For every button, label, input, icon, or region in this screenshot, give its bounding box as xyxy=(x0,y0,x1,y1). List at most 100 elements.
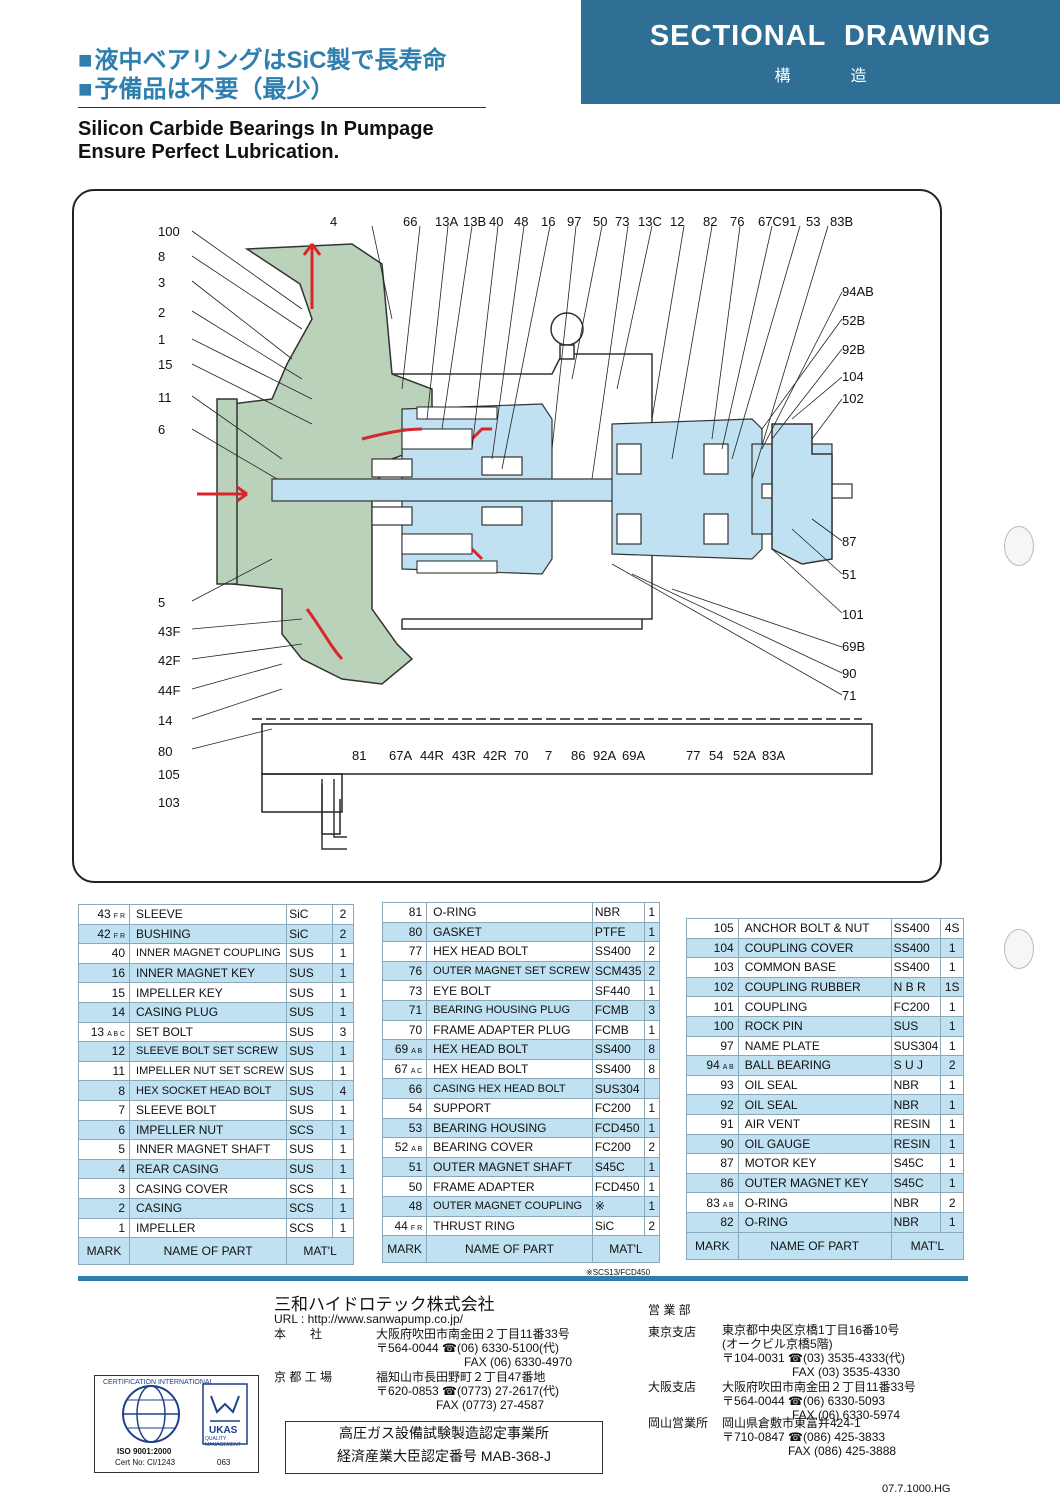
ukas-label: UKAS xyxy=(209,1425,238,1436)
part-material: SS400 xyxy=(591,941,645,962)
callout-label: 50 xyxy=(593,214,608,229)
table-divider xyxy=(78,1276,968,1281)
callout-label: 13A xyxy=(435,214,459,229)
part-material: N B R xyxy=(890,976,942,998)
part-quantity: 1 xyxy=(331,1041,355,1062)
part-mark: 76 xyxy=(381,960,428,982)
part-mark: 87 xyxy=(686,1153,739,1174)
callout-label: 104 xyxy=(842,369,864,384)
column-material: MAT'L xyxy=(286,1237,354,1266)
part-mark: 104 xyxy=(686,937,739,959)
part-material: FCD450 xyxy=(591,1176,645,1197)
part-mark: 4 xyxy=(77,1158,131,1180)
part-quantity: 1 xyxy=(643,902,660,923)
part-quantity: 1 xyxy=(643,1019,660,1041)
part-mark-suffix: A B xyxy=(722,1064,734,1072)
part-mark: 90 xyxy=(686,1133,739,1155)
part-name: HEX HEAD BOLT xyxy=(426,1039,593,1060)
callout-label: 81 xyxy=(352,748,367,763)
callout-label: 83B xyxy=(830,214,854,229)
part-quantity: 3 xyxy=(331,1021,355,1043)
part-name: REAR CASING xyxy=(129,1158,288,1180)
part-material: SUS xyxy=(286,1021,333,1043)
part-material: NBR xyxy=(890,1192,942,1213)
hq-line: FAX (06) 6330-4970 xyxy=(464,1355,573,1369)
japanese-headline: 液中ベアリングはSiC製で長寿命 予備品は不要（最少） xyxy=(78,46,447,104)
part-mark: 8 xyxy=(77,1080,131,1101)
callout-label: 105 xyxy=(158,767,180,782)
callout-label: 86 xyxy=(571,748,586,763)
magnets xyxy=(401,406,498,574)
part-name: HEX HEAD BOLT xyxy=(426,941,593,962)
part-name: SLEEVE xyxy=(129,904,288,925)
callout-label: 54 xyxy=(709,748,724,763)
part-name: NAME PLATE xyxy=(737,1035,892,1057)
part-material: FC200 xyxy=(890,996,942,1017)
company-url[interactable]: URL : http://www.sanwapump.co.jp/ xyxy=(274,1312,463,1326)
part-quantity: 2 xyxy=(643,1215,660,1237)
part-name: HEX HEAD BOLT xyxy=(426,1058,593,1080)
base-outline xyxy=(252,718,873,835)
part-material: FC200 xyxy=(591,1137,645,1158)
callout-label: 90 xyxy=(842,666,857,681)
part-mark: 54 xyxy=(381,1097,428,1119)
headline-line-2: 予備品は不要（最少） xyxy=(78,75,447,104)
part-mark: 3 xyxy=(77,1178,131,1199)
callout-label: 100 xyxy=(158,224,180,239)
part-quantity: 1 xyxy=(940,1094,964,1115)
part-name: OIL SEAL xyxy=(737,1094,892,1115)
part-mark: 50 xyxy=(381,1176,428,1197)
part-name: COUPLING COVER xyxy=(737,937,892,959)
part-quantity: 1 xyxy=(331,982,355,1003)
part-quantity: 2 xyxy=(643,960,660,982)
part-quantity: 2 xyxy=(331,904,355,925)
part-material: SiC xyxy=(286,923,333,945)
part-quantity: 1 xyxy=(940,1015,964,1037)
part-name: BUSHING xyxy=(129,923,288,945)
part-name: BEARING HOUSING PLUG xyxy=(426,999,593,1021)
part-mark: 40 xyxy=(77,943,131,964)
part-name: INNER MAGNET KEY xyxy=(129,962,288,984)
part-quantity: 2 xyxy=(643,941,660,962)
part-name: OUTER MAGNET SHAFT xyxy=(426,1156,593,1178)
part-mark: 80 xyxy=(381,921,428,943)
callout-label: 94AB xyxy=(842,284,874,299)
part-material: SS400 xyxy=(591,1039,645,1060)
part-name: INNER MAGNET SHAFT xyxy=(129,1139,288,1160)
certification-logo: CERTIFICATION INTERNATIONAL ISO 9001:200… xyxy=(94,1375,259,1473)
callout-label: 52A xyxy=(733,748,757,763)
part-quantity: 1 xyxy=(331,943,355,964)
callout-label: 83A xyxy=(762,748,786,763)
part-name: SLEEVE BOLT xyxy=(129,1099,288,1121)
okayama-address: 岡山県倉敷市東富井424-1 〒710-0847 ☎(086) 425-3833… xyxy=(722,1416,896,1458)
part-mark: 1 xyxy=(77,1217,131,1239)
section-banner: SECTIONAL DRAWING 構造 xyxy=(581,0,1060,104)
part-mark: 82 xyxy=(686,1211,739,1233)
callout-label: 82 xyxy=(703,214,718,229)
part-mark-suffix: F R xyxy=(410,1224,423,1232)
notice-line-1: 高圧ガス設備試験製造認定事業所 xyxy=(339,1425,549,1441)
part-material: SUS xyxy=(286,1099,333,1121)
tokyo-line: FAX (03) 3535-4330 xyxy=(792,1365,901,1379)
part-quantity: 1 xyxy=(940,937,964,959)
part-quantity: 1 xyxy=(331,1197,355,1219)
part-mark: 51 xyxy=(381,1156,428,1178)
part-name: CASING HEX HEAD BOLT xyxy=(426,1078,593,1099)
part-quantity: 1 xyxy=(940,1035,964,1057)
part-quantity: 1 xyxy=(331,1001,355,1023)
